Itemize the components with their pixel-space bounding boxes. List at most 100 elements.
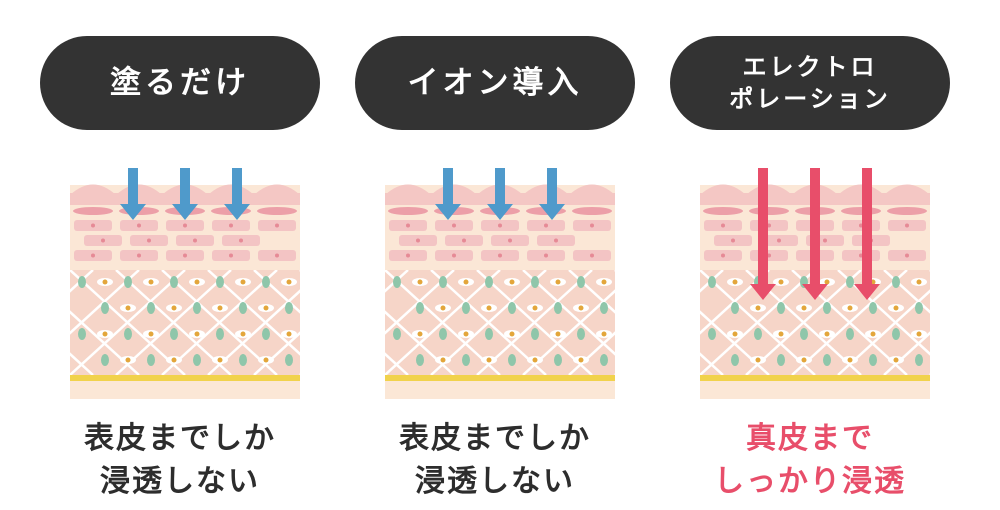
fibroblast-node: [285, 354, 293, 366]
cell-nucleus: [823, 238, 827, 243]
method-title-pill: 塗るだけ: [40, 36, 320, 130]
collagen-fiber: [700, 270, 770, 335]
penetration-arrow-head: [120, 204, 146, 220]
collagen-fiber: [299, 270, 300, 272]
cell-dot: [801, 305, 807, 311]
penetration-arrow-shaft: [495, 168, 505, 206]
caption-line-1: 表皮までしか: [399, 421, 591, 456]
fibroblast-node: [124, 328, 132, 340]
fibroblast-node: [577, 276, 585, 288]
cell-dot: [847, 357, 853, 363]
cell-dot: [125, 305, 131, 311]
cell-nucleus: [498, 253, 502, 258]
fibroblast-node: [170, 276, 178, 288]
cell-dot: [463, 331, 469, 337]
collagen-fiber: [345, 270, 362, 375]
cell-nucleus: [101, 238, 105, 243]
penetration-arrow-shaft: [862, 168, 872, 286]
method-title-pill: エレクトロ ポレーション: [670, 36, 950, 130]
cell-dot: [916, 331, 922, 337]
caption-line-2: 浸透しない: [415, 464, 575, 499]
cell-dot: [601, 331, 607, 337]
skin-surface-bump: [70, 184, 116, 195]
fibroblast-node: [600, 354, 608, 366]
fibroblast-node: [508, 354, 516, 366]
fibroblast-node: [416, 302, 424, 314]
penetration-arrow-shaft: [547, 168, 557, 206]
collagen-fiber: [700, 270, 724, 293]
fibroblast-node: [193, 302, 201, 314]
fibroblast-node: [823, 302, 831, 314]
cell-dot: [778, 331, 784, 337]
cell-nucleus: [452, 223, 456, 228]
cell-nucleus: [406, 253, 410, 258]
cell-dot: [578, 305, 584, 311]
collagen-fiber: [115, 270, 232, 375]
collagen-fiber: [161, 270, 278, 375]
cell-dot: [601, 279, 607, 285]
fibroblast-node: [101, 302, 109, 314]
column-paint-only: 塗るだけ 表皮までしか 浸透しない: [30, 0, 330, 510]
cell-dot: [893, 305, 899, 311]
fibroblast-node: [754, 328, 762, 340]
penetration-arrow-shaft: [810, 168, 820, 286]
skin-cross-section: [345, 168, 615, 399]
cell-dot: [263, 357, 269, 363]
fibroblast-node: [393, 328, 401, 340]
cell-dot: [102, 331, 108, 337]
collagen-fiber: [70, 270, 140, 335]
cell-dot: [555, 279, 561, 285]
fibroblast-node: [846, 276, 854, 288]
cell-nucleus: [183, 223, 187, 228]
collagen-fiber: [253, 270, 300, 314]
skin-surface-bump: [700, 184, 746, 195]
method-title: イオン導入: [407, 65, 583, 101]
collagen-fiber: [568, 270, 615, 314]
cell-nucleus: [544, 253, 548, 258]
fibroblast-node: [531, 328, 539, 340]
cell-dot: [778, 279, 784, 285]
penetration-arrow-head: [224, 204, 250, 220]
skin-surface-bump: [523, 184, 569, 195]
cell-nucleus: [147, 238, 151, 243]
caption-line-2: しっかり浸透: [714, 464, 906, 499]
cell-nucleus: [91, 223, 95, 228]
fibroblast-node: [239, 302, 247, 314]
cell-nucleus: [91, 253, 95, 258]
collagen-fiber: [385, 270, 501, 375]
fibroblast-node: [554, 354, 562, 366]
penetration-arrow-head: [854, 284, 880, 300]
cell-nucleus: [554, 238, 558, 243]
fibroblast-node: [915, 302, 923, 314]
cell-dot: [440, 357, 446, 363]
penetration-arrow-shaft: [443, 168, 453, 206]
fibroblast-node: [915, 354, 923, 366]
collagen-fiber: [883, 331, 930, 375]
subcutaneous-boundary: [70, 375, 300, 381]
fibroblast-node: [170, 328, 178, 340]
cell-dot: [916, 279, 922, 285]
cell-dot: [286, 331, 292, 337]
cell-dot: [417, 279, 423, 285]
penetration-arrow-shaft: [232, 168, 242, 206]
fibroblast-node: [416, 354, 424, 366]
cell-dot: [824, 279, 830, 285]
fibroblast-node: [708, 328, 716, 340]
cell-dot: [555, 331, 561, 337]
skin-surface-bump: [569, 184, 615, 195]
method-title-line-2: ポレーション: [729, 85, 891, 113]
skin-surface-bump: [208, 184, 254, 195]
caption-line-1: 真皮まで: [746, 421, 874, 456]
collagen-fiber: [568, 331, 615, 375]
fibroblast-node: [508, 302, 516, 314]
collagen-fiber: [660, 270, 677, 375]
collagen-fiber: [70, 270, 94, 293]
caption-line-1: 表皮までしか: [84, 421, 276, 456]
fibroblast-node: [531, 276, 539, 288]
cell-dot: [801, 357, 807, 363]
cell-dot: [286, 279, 292, 285]
cell-nucleus: [721, 253, 725, 258]
method-title: 塗るだけ: [110, 65, 250, 101]
fibroblast-node: [731, 302, 739, 314]
flat-cell: [73, 207, 113, 215]
